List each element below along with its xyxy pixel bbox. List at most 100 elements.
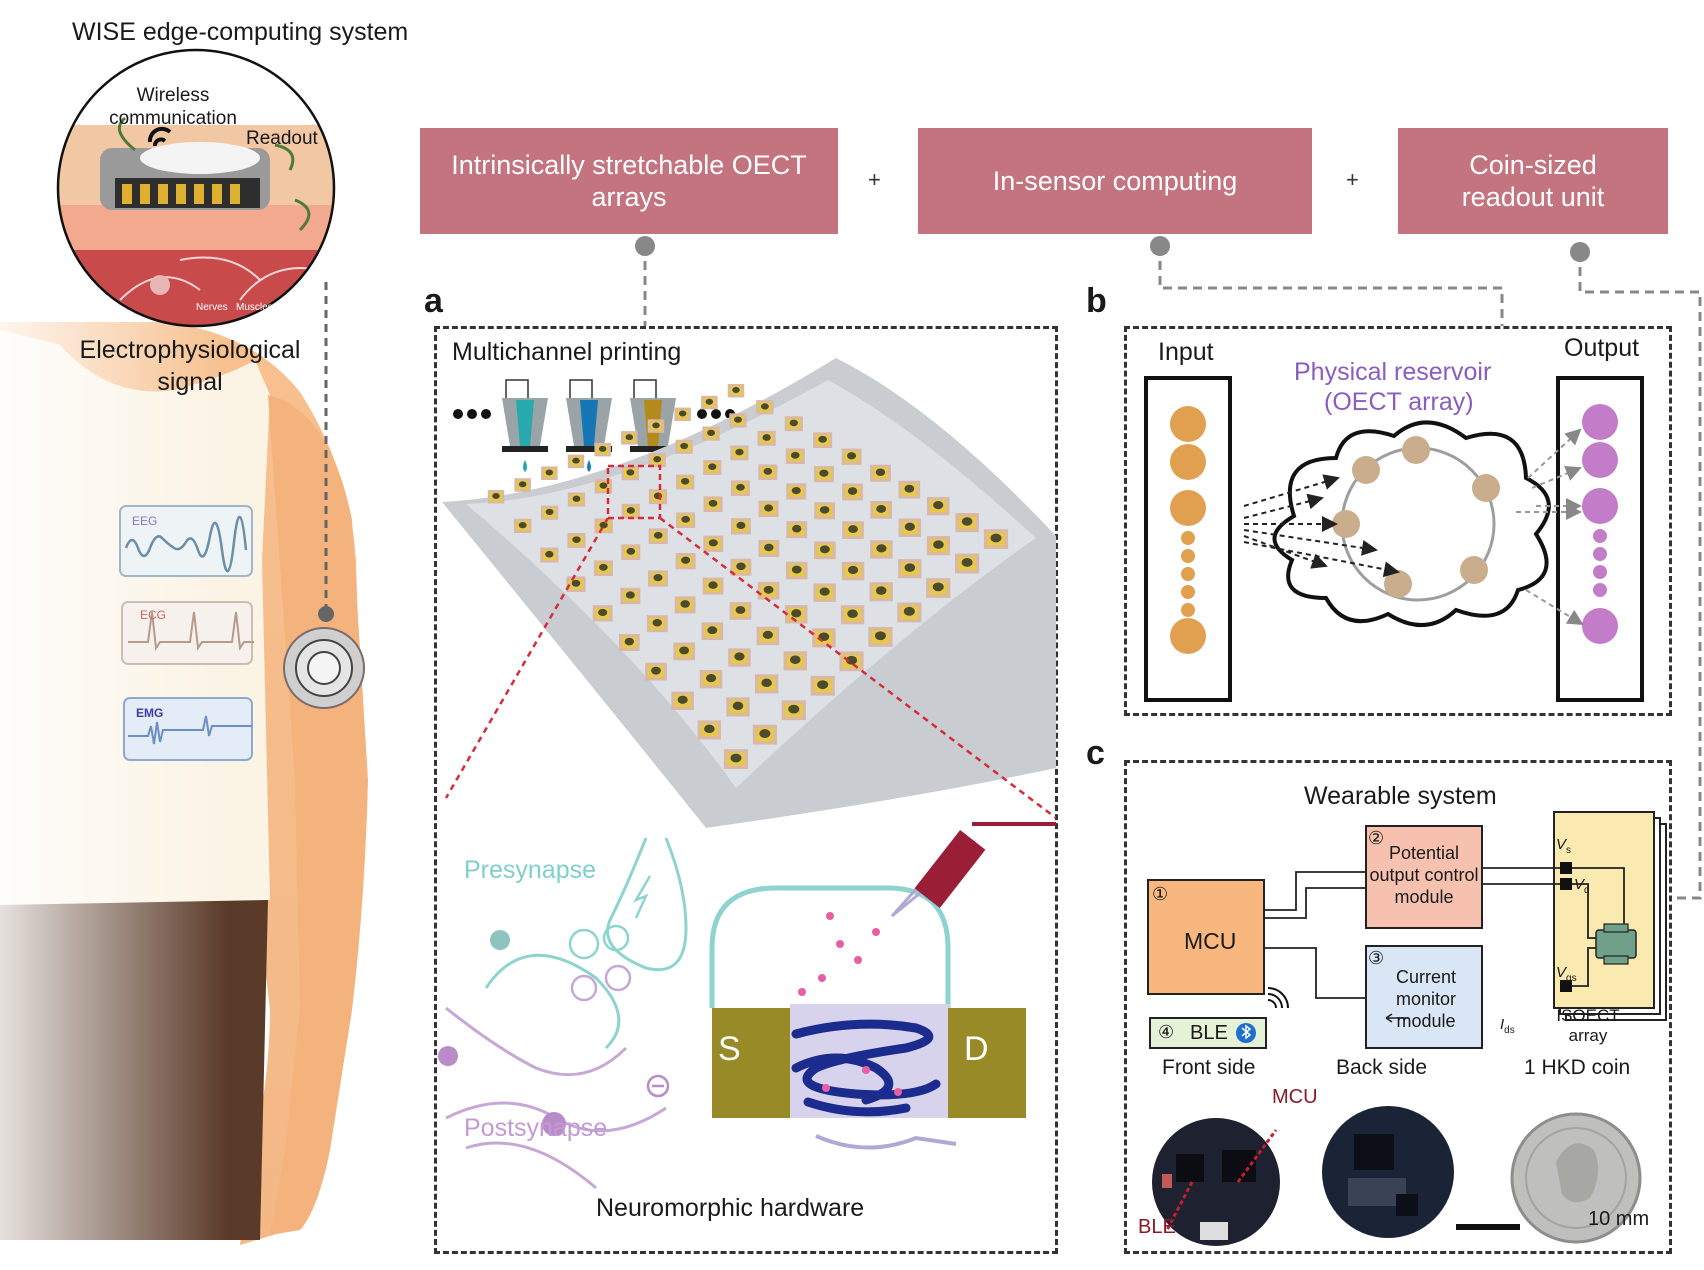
wireless-icon	[1267, 987, 1289, 1009]
oect-device	[786, 483, 807, 500]
oect-device	[841, 448, 862, 465]
oect-device	[676, 512, 696, 528]
oect-device	[756, 400, 774, 415]
oect-device	[594, 518, 613, 534]
cmm-number: ③	[1368, 948, 1385, 968]
scale-bar	[1456, 1224, 1520, 1230]
oect-device	[926, 536, 951, 556]
presynapse-label: Presynapse	[464, 856, 597, 884]
synapse-illustration	[438, 837, 688, 1190]
muscles-label: Muscles	[236, 302, 273, 313]
oect-device	[540, 547, 559, 563]
oect-device	[756, 626, 780, 646]
oect-device	[675, 552, 696, 570]
oect-device	[926, 496, 950, 516]
oect-device	[813, 432, 833, 448]
oect-device	[870, 540, 893, 559]
oect-device	[729, 602, 752, 620]
oect-device	[703, 460, 722, 475]
oect-device	[813, 465, 834, 483]
reservoir-title-1: Physical reservoir	[1294, 358, 1492, 386]
oect-device	[983, 529, 1009, 549]
panel-b-frame	[1124, 326, 1672, 716]
emg-label: EMG	[136, 706, 164, 720]
oect-device	[898, 518, 922, 537]
oect-device	[703, 496, 723, 512]
panel-b-label: b	[1086, 282, 1107, 320]
ids-label: Ids	[1500, 1016, 1515, 1036]
oect-device	[592, 605, 613, 622]
oect-device	[594, 442, 611, 457]
oect-device	[842, 521, 864, 539]
output-connections	[1516, 428, 1584, 626]
eeg-label: EEG	[132, 514, 158, 528]
banner-stretchable-oect: Intrinsically stretchable OECT arrays	[420, 128, 838, 234]
oect-device	[727, 384, 745, 398]
pocm-label: Potential output control module	[1369, 843, 1479, 907]
back-side-photo	[1322, 1106, 1454, 1238]
oect-device	[674, 596, 696, 614]
oect-device	[701, 622, 724, 641]
oect-device	[812, 628, 836, 648]
oect-device	[754, 674, 779, 694]
oect-device	[784, 416, 803, 432]
panel-a-frame	[434, 326, 1058, 1254]
system-title: WISE edge-computing system	[72, 18, 409, 46]
oect-device	[621, 431, 638, 445]
ble-photo-tag: BLE	[1138, 1216, 1176, 1238]
panel-c-frame	[1124, 760, 1672, 1254]
oect-device	[730, 518, 751, 535]
oect-device	[870, 501, 893, 519]
oect-device	[723, 749, 749, 769]
oect-device-grid	[487, 384, 1009, 769]
oect-device	[728, 648, 751, 667]
oect-device	[870, 464, 891, 482]
oect-device	[758, 500, 779, 518]
skin-cross-section	[58, 50, 334, 326]
ble-box	[1149, 1017, 1267, 1049]
oect-device	[730, 480, 750, 496]
banner-in-sensor-computing: In-sensor computing	[918, 128, 1312, 234]
panel-a-illustration	[438, 358, 1056, 1190]
panel-a-label: a	[424, 282, 443, 320]
oect-device	[513, 518, 532, 533]
oect-device	[620, 587, 641, 605]
ble-number: ④	[1158, 1022, 1175, 1042]
oect-device	[897, 602, 922, 623]
ellipsis-left	[453, 409, 491, 419]
oect-device	[758, 464, 778, 480]
vd-label: Vd	[1574, 876, 1590, 896]
oect-device	[621, 466, 639, 481]
oect-device	[540, 505, 559, 520]
oect-device	[618, 634, 640, 651]
oect-device	[514, 478, 531, 492]
oect-device	[567, 492, 586, 507]
oect-device	[541, 466, 558, 480]
plus-sign-1: +	[868, 167, 881, 192]
isoect-label: ISOECT array	[1556, 1006, 1620, 1045]
oect-device	[898, 480, 921, 499]
print-nozzle-blue	[566, 379, 612, 498]
oect-device	[869, 582, 893, 602]
cmm-box	[1365, 945, 1483, 1049]
oect-device	[671, 691, 694, 710]
hkd-coin-photo	[1510, 1112, 1642, 1244]
oect-device	[648, 489, 668, 505]
oect-device	[868, 626, 893, 647]
zoom-box	[606, 464, 662, 520]
oect-device	[839, 651, 864, 672]
postsynapse-label: Postsynapse	[464, 1114, 608, 1142]
cmm-label: Current monitor module	[1395, 967, 1457, 1031]
input-nodes	[1170, 406, 1206, 654]
input-connections	[1243, 474, 1400, 578]
back-side-label: Back side	[1336, 1056, 1428, 1079]
banner-readout-unit: Coin-sized readout unit	[1398, 128, 1668, 234]
mcu-label: MCU	[1184, 928, 1237, 954]
oect-device	[926, 578, 951, 598]
oect-device	[648, 570, 668, 587]
oect-device	[730, 558, 752, 576]
oect-device	[785, 561, 808, 580]
pocm-number: ②	[1368, 828, 1385, 848]
oect-device	[487, 490, 505, 504]
